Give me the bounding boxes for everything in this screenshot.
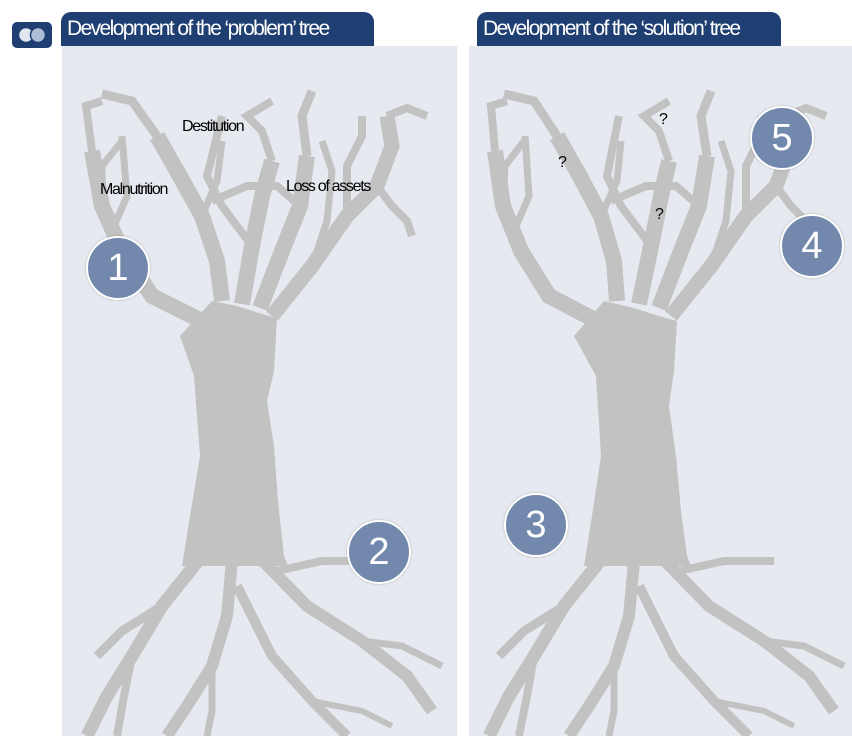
label-destitution: Destitution	[182, 118, 245, 135]
solution-tree-title: Development of the ‘solution’ tree	[477, 12, 781, 46]
question-mark-3: ?	[655, 206, 664, 223]
question-mark-1: ?	[659, 111, 668, 128]
question-mark-2: ?	[558, 154, 567, 171]
solution-tree-panel: ? ? ? 3 4 5	[469, 46, 852, 736]
problem-tree-panel: Destitution Malnutrition Loss of assets …	[62, 46, 457, 736]
step-2-marker: 2	[347, 520, 411, 584]
label-loss-of-assets: Loss of assets	[286, 178, 371, 195]
logo-icon	[12, 22, 52, 48]
step-5-marker: 5	[750, 106, 814, 170]
step-4-marker: 4	[780, 214, 844, 278]
label-malnutrition: Malnutrition	[100, 181, 168, 198]
step-3-marker: 3	[504, 493, 568, 557]
step-1-marker: 1	[86, 236, 150, 300]
problem-tree-illustration	[81, 89, 444, 736]
problem-tree-title: Development of the ‘problem’ tree	[61, 12, 374, 46]
